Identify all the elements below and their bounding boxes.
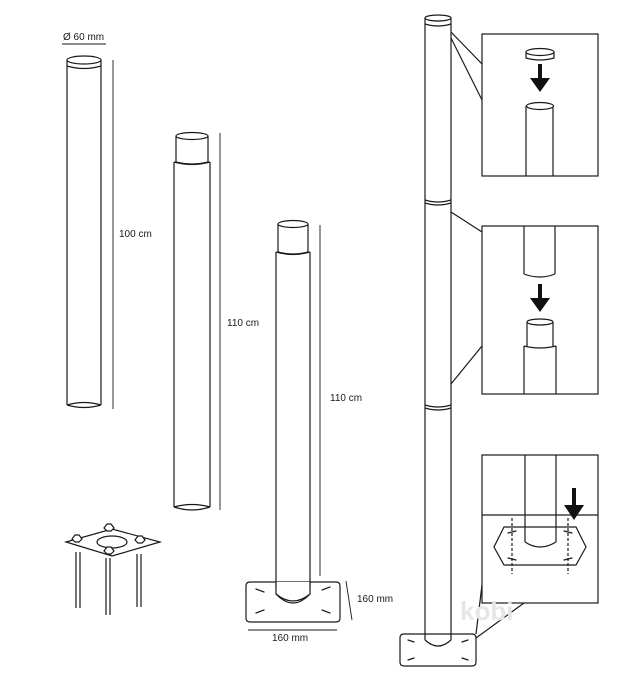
detail-base-plate bbox=[475, 454, 599, 639]
height-dimension-middle: 110 cm bbox=[219, 133, 259, 510]
base-depth-dimension: 160 mm bbox=[345, 580, 393, 621]
anchor-plate-assembly bbox=[63, 523, 163, 615]
base-depth-label: 160 mm bbox=[357, 594, 393, 605]
diameter-label: Ø 60 mm bbox=[63, 32, 104, 43]
watermark: kobi bbox=[460, 596, 513, 626]
assembled-pole bbox=[399, 14, 477, 667]
detail-cap bbox=[450, 31, 599, 177]
pole-section-base bbox=[275, 219, 311, 588]
height-dimension-base: 110 cm bbox=[319, 225, 362, 576]
height-label-middle: 110 cm bbox=[227, 318, 259, 329]
base-plate bbox=[245, 581, 341, 623]
height-label-top: 100 cm bbox=[119, 229, 152, 240]
pole-section-top bbox=[66, 55, 102, 409]
diameter-dimension: Ø 60 mm bbox=[62, 32, 106, 45]
base-width-label: 160 mm bbox=[272, 633, 308, 644]
base-width-dimension: 160 mm bbox=[248, 629, 337, 644]
height-dimension-top: 100 cm bbox=[112, 60, 152, 409]
pole-section-middle bbox=[173, 131, 211, 511]
detail-joint bbox=[450, 211, 599, 395]
height-label-base: 110 cm bbox=[330, 393, 362, 404]
